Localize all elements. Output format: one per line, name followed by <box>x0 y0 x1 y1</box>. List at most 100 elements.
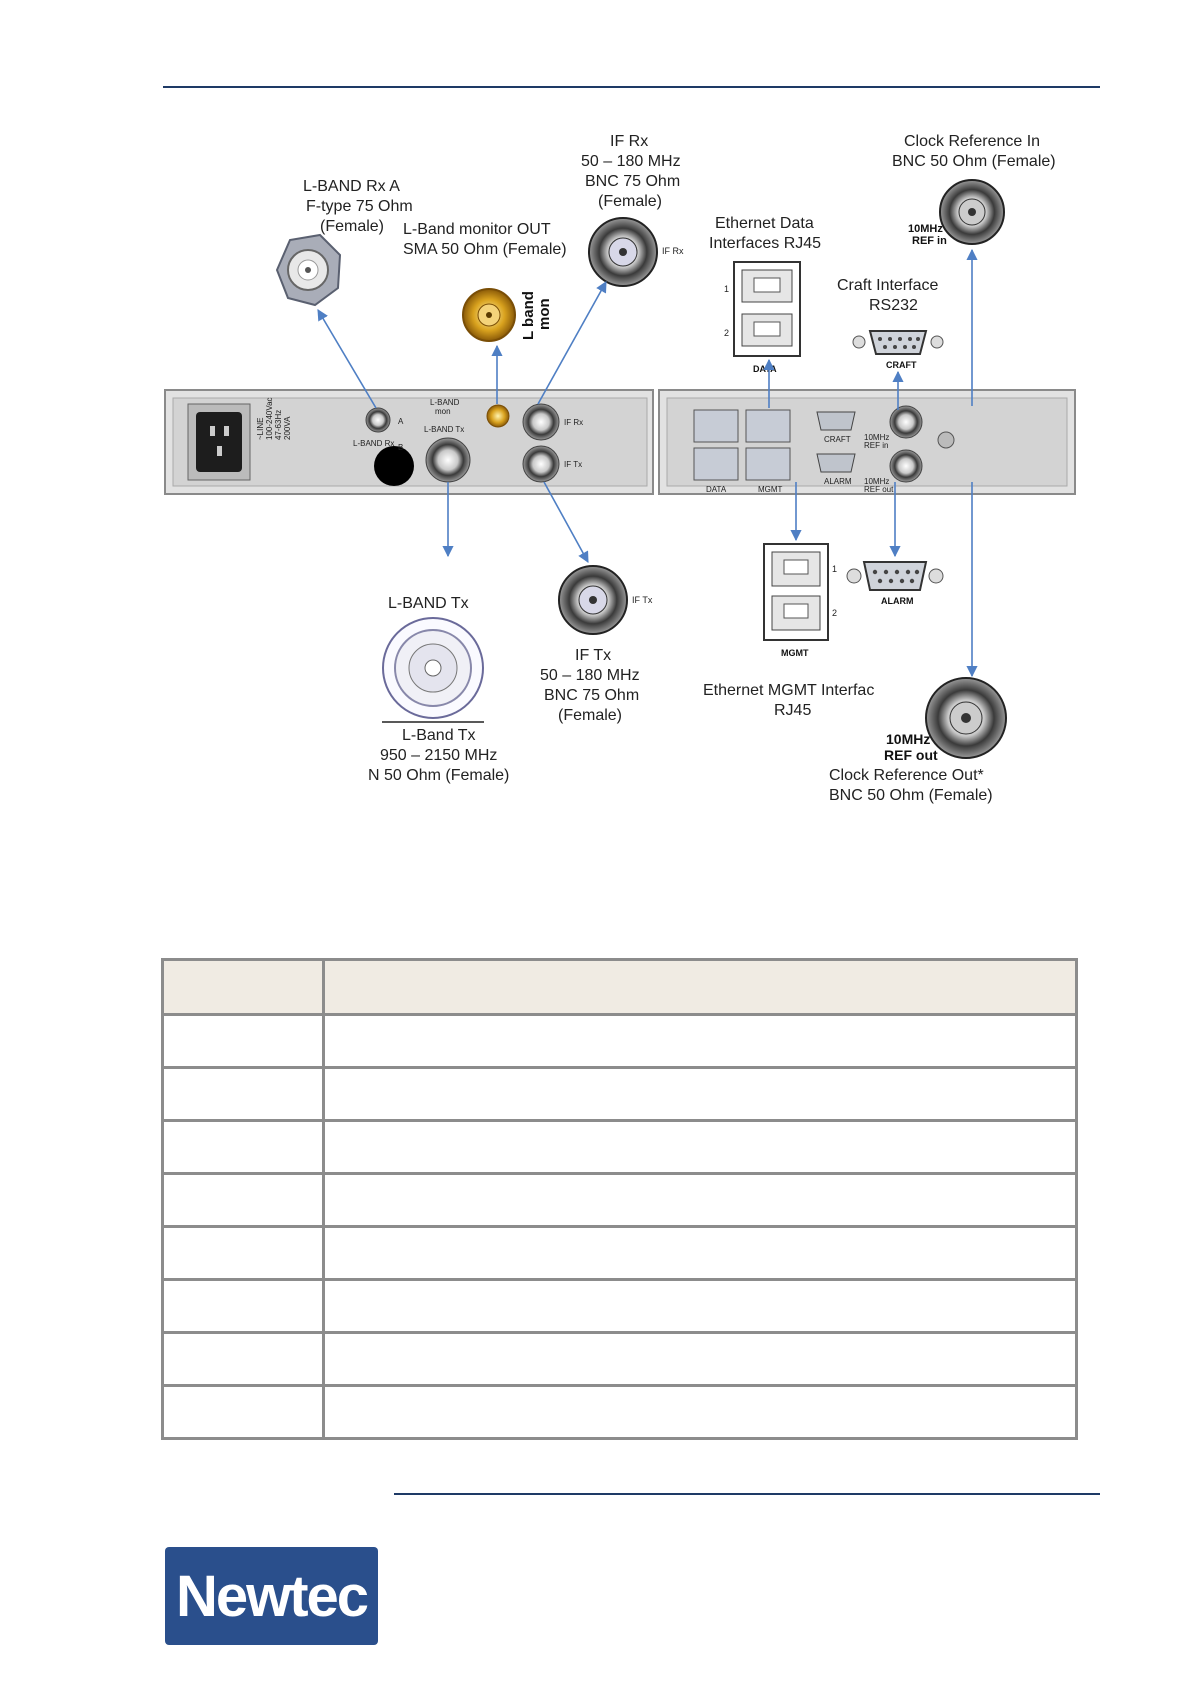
bnc-if-rx-icon <box>588 217 658 287</box>
panel-lband-mon2: mon <box>435 407 451 416</box>
table-cell <box>322 1331 1078 1387</box>
table-row <box>161 1225 1078 1281</box>
lband-rx-a-line1: L-BAND Rx A <box>303 178 400 195</box>
lband-mon-tag1: L band <box>520 291 537 340</box>
table-cell <box>161 1384 325 1440</box>
table-cell <box>161 1331 325 1387</box>
panel-ref-out2: REF out <box>864 485 894 494</box>
if-rx-line1: IF Rx <box>610 133 648 150</box>
table-header-cell <box>161 958 325 1016</box>
panel-if-rx: IF Rx <box>564 418 583 427</box>
panel-lband-mon1: L-BAND <box>430 398 460 407</box>
panel-power-1: ~LINE <box>256 418 265 440</box>
lband-tx-line2: 950 – 2150 MHz <box>380 747 497 764</box>
table-row <box>161 1013 1078 1069</box>
bottom-rule <box>394 1493 1100 1495</box>
if-rx-line3: BNC 75 Ohm <box>585 173 680 190</box>
lband-tx-line1: L-Band Tx <box>402 727 476 744</box>
panel-mgmt: MGMT <box>758 485 783 494</box>
lband-rx-a-line2: F-type 75 Ohm <box>306 198 413 215</box>
db9-craft-icon <box>852 330 944 355</box>
panel-lband-tx: L-BAND Tx <box>424 425 464 434</box>
table-row <box>161 1119 1078 1175</box>
table-cell <box>322 1225 1078 1281</box>
panel-if-tx: IF Tx <box>564 460 582 469</box>
panel-craft: CRAFT <box>824 435 851 444</box>
lband-rx-a-line3: (Female) <box>320 218 384 235</box>
bnc-if-tx-icon <box>558 565 628 635</box>
table-cell <box>161 1119 325 1175</box>
clock-in-tag1: 10MHz <box>908 223 943 235</box>
panel-lband-rx: L-BAND Rx <box>353 439 394 448</box>
clock-out-line1: Clock Reference Out* <box>829 767 984 784</box>
newtec-logo: Newtec <box>165 1547 378 1645</box>
bnc-ref-in-icon <box>939 179 1005 245</box>
rear-panel <box>164 389 1076 495</box>
eth-mgmt-line2: RJ45 <box>774 702 811 719</box>
table-row <box>161 1278 1078 1334</box>
if-tx-tag: IF Tx <box>632 595 653 605</box>
bnc-ref-out-icon <box>925 677 1007 759</box>
table-cell <box>322 1066 1078 1122</box>
table-cell <box>322 1384 1078 1440</box>
table-cell <box>322 1278 1078 1334</box>
rj45-mgmt-icon <box>763 543 829 641</box>
clock-in-line1: Clock Reference In <box>904 133 1040 150</box>
clock-in-tag2: REF in <box>912 235 947 247</box>
logo-text: Newtec <box>175 1563 369 1629</box>
spec-table <box>161 958 1078 1440</box>
panel-b: B <box>398 443 403 452</box>
table-cell <box>161 1172 325 1228</box>
eth-data-port1: 1 <box>724 284 729 294</box>
rear-panel-diagram: L-BAND Rx A F-type 75 Ohm (Female) L-Ban… <box>164 133 1076 804</box>
sma-connector-icon <box>462 288 516 342</box>
if-tx-line4: (Female) <box>558 707 622 724</box>
n-type-connector-icon <box>382 617 484 719</box>
rear-panel-figure: L-BAND Rx A F-type 75 Ohm (Female) L-Ban… <box>140 110 1100 830</box>
panel-power-2: 100-240Vac <box>265 397 274 440</box>
panel-data: DATA <box>706 485 727 494</box>
table-cell <box>322 1013 1078 1069</box>
table-row <box>161 1331 1078 1387</box>
eth-mgmt-line1: Ethernet MGMT Interfac <box>703 682 874 699</box>
eth-data-tag: DATA <box>753 364 777 374</box>
eth-mgmt-port1: 1 <box>832 564 837 574</box>
table-header-row <box>161 958 1078 1016</box>
table-header-cell <box>322 958 1078 1016</box>
top-rule <box>163 86 1100 88</box>
craft-line1: Craft Interface <box>837 277 938 294</box>
if-tx-line1: IF Tx <box>575 647 611 664</box>
table-cell <box>322 1119 1078 1175</box>
panel-power-3: 47-63Hz <box>274 410 283 440</box>
table-row <box>161 1384 1078 1440</box>
table-cell <box>322 1172 1078 1228</box>
db9-alarm-icon <box>846 561 944 591</box>
lband-tx-line3: N 50 Ohm (Female) <box>368 767 509 784</box>
table-cell <box>161 1225 325 1281</box>
eth-data-line2: Interfaces RJ45 <box>709 235 821 252</box>
table-row <box>161 1172 1078 1228</box>
eth-data-port2: 2 <box>724 328 729 338</box>
if-rx-line2: 50 – 180 MHz <box>581 153 681 170</box>
table-cell <box>161 1066 325 1122</box>
f-type-connector-icon <box>275 233 342 307</box>
if-tx-line2: 50 – 180 MHz <box>540 667 640 684</box>
clock-out-line2: BNC 50 Ohm (Female) <box>829 787 993 804</box>
table-cell <box>161 1278 325 1334</box>
lband-mon-line1: L-Band monitor OUT <box>403 221 551 238</box>
panel-a: A <box>398 417 404 426</box>
eth-mgmt-port2: 2 <box>832 608 837 618</box>
clock-out-tag1: 10MHz <box>886 731 930 747</box>
craft-tag: CRAFT <box>886 360 917 370</box>
panel-ref-in1: 10MHz <box>864 433 889 442</box>
if-tx-line3: BNC 75 Ohm <box>544 687 639 704</box>
rj45-data-icon <box>733 261 801 357</box>
panel-ref-out1: 10MHz <box>864 477 889 486</box>
clock-in-line2: BNC 50 Ohm (Female) <box>892 153 1056 170</box>
if-rx-line4: (Female) <box>598 193 662 210</box>
panel-alarm: ALARM <box>824 477 852 486</box>
callout-arrows <box>317 248 978 678</box>
if-rx-tag: IF Rx <box>662 246 684 256</box>
lband-mon-tag2: mon <box>536 298 553 330</box>
alarm-tag: ALARM <box>881 596 914 606</box>
